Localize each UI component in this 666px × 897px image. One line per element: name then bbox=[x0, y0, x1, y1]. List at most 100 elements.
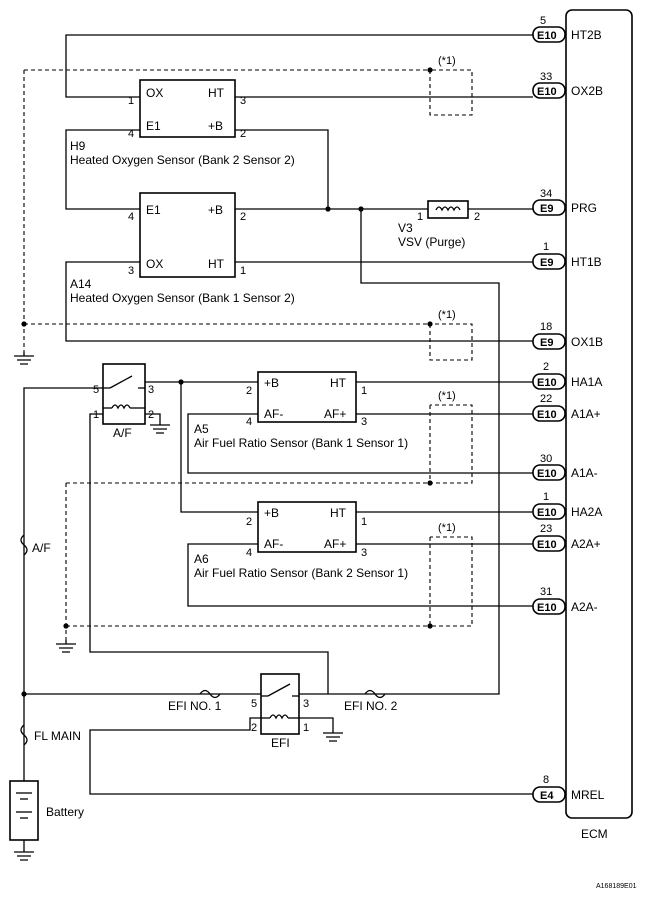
svg-text:HT: HT bbox=[330, 376, 347, 390]
svg-text:EFI NO. 2: EFI NO. 2 bbox=[344, 699, 398, 713]
svg-text:AF-: AF- bbox=[264, 407, 283, 421]
svg-text:(*1): (*1) bbox=[438, 390, 456, 402]
svg-text:PRG: PRG bbox=[571, 201, 597, 215]
fuse-efi-no1: EFI NO. 1 bbox=[168, 689, 222, 713]
ecm-pin-a2a-minus: 31 E10 A2A- bbox=[532, 586, 598, 615]
svg-text:A6: A6 bbox=[194, 552, 209, 566]
fuse-af: A/F bbox=[20, 534, 51, 556]
svg-text:3: 3 bbox=[361, 547, 367, 559]
ecm-pin-a2a-plus: 23 E10 A2A+ bbox=[532, 523, 601, 552]
svg-text:Heated Oxygen Sensor (Bank 2 S: Heated Oxygen Sensor (Bank 2 Sensor 2) bbox=[70, 153, 295, 167]
svg-text:HA1A: HA1A bbox=[571, 375, 602, 389]
svg-text:18: 18 bbox=[540, 321, 552, 333]
svg-text:E10: E10 bbox=[537, 377, 557, 389]
sensor-a5: +B HT AF- AF+ 2 1 4 3 A5 Air Fuel Ratio … bbox=[194, 371, 408, 450]
ecm-box bbox=[565, 9, 633, 819]
ecm-label: ECM bbox=[581, 827, 608, 841]
svg-text:3: 3 bbox=[240, 95, 246, 107]
svg-text:3: 3 bbox=[148, 384, 154, 396]
sensor-a14: E1 +B OX HT 4 2 3 1 A14 Heated Oxygen Se… bbox=[70, 192, 295, 305]
svg-text:HT: HT bbox=[208, 257, 225, 271]
svg-text:1: 1 bbox=[128, 95, 134, 107]
svg-text:E10: E10 bbox=[537, 602, 557, 614]
svg-text:+B: +B bbox=[264, 506, 279, 520]
svg-text:2: 2 bbox=[246, 516, 252, 528]
svg-text:OX2B: OX2B bbox=[571, 84, 603, 98]
svg-text:(*1): (*1) bbox=[438, 522, 456, 534]
svg-text:1: 1 bbox=[543, 491, 549, 503]
svg-text:4: 4 bbox=[128, 211, 134, 223]
ecm-pin-ht1b: 1 E9 HT1B bbox=[532, 241, 602, 270]
svg-text:OX: OX bbox=[146, 86, 163, 100]
svg-text:5: 5 bbox=[93, 384, 99, 396]
sensor-h9: OX HT E1 +B 1 3 4 2 H9 Heated Oxygen Sen… bbox=[70, 79, 295, 167]
svg-text:1: 1 bbox=[543, 241, 549, 253]
svg-text:Battery: Battery bbox=[46, 805, 84, 819]
svg-text:E10: E10 bbox=[537, 539, 557, 551]
svg-text:3: 3 bbox=[128, 265, 134, 277]
svg-text:HA2A: HA2A bbox=[571, 505, 602, 519]
svg-text:1: 1 bbox=[240, 265, 246, 277]
svg-text:EFI NO. 1: EFI NO. 1 bbox=[168, 699, 222, 713]
svg-text:E9: E9 bbox=[540, 337, 553, 349]
svg-text:A/F: A/F bbox=[113, 426, 132, 440]
figure-id: A168189E01 bbox=[596, 883, 637, 890]
svg-text:V3: V3 bbox=[398, 221, 413, 235]
svg-text:1: 1 bbox=[417, 211, 423, 223]
svg-text:HT1B: HT1B bbox=[571, 255, 602, 269]
ecm-pin-ox2b: 33 E10 OX2B bbox=[532, 71, 603, 99]
fuse-efi-no2: EFI NO. 2 bbox=[344, 689, 398, 713]
svg-text:8: 8 bbox=[543, 774, 549, 786]
note-marks: (*1) (*1) (*1) (*1) bbox=[438, 55, 456, 534]
svg-text:HT: HT bbox=[208, 86, 225, 100]
svg-text:E9: E9 bbox=[540, 257, 553, 269]
svg-text:33: 33 bbox=[540, 71, 552, 83]
svg-text:A1A-: A1A- bbox=[571, 466, 598, 480]
svg-text:A2A+: A2A+ bbox=[571, 537, 601, 551]
ecm-pin-ox1b: 18 E9 OX1B bbox=[532, 321, 603, 350]
vsv-purge: 1 2 V3 VSV (Purge) bbox=[398, 200, 480, 249]
svg-text:5: 5 bbox=[540, 15, 546, 27]
fuse-fl-main: FL MAIN bbox=[20, 724, 81, 746]
wires bbox=[23, 34, 533, 852]
svg-text:E1: E1 bbox=[146, 203, 161, 217]
svg-text:4: 4 bbox=[128, 128, 134, 140]
svg-text:2: 2 bbox=[240, 211, 246, 223]
svg-text:1: 1 bbox=[93, 409, 99, 421]
svg-text:4: 4 bbox=[246, 547, 252, 559]
svg-text:E4: E4 bbox=[540, 790, 554, 802]
svg-text:A2A-: A2A- bbox=[571, 600, 598, 614]
svg-text:H9: H9 bbox=[70, 139, 86, 153]
svg-text:E9: E9 bbox=[540, 203, 553, 215]
svg-text:A/F: A/F bbox=[32, 541, 51, 555]
svg-text:5: 5 bbox=[251, 698, 257, 710]
svg-text:2: 2 bbox=[251, 722, 257, 734]
junction-dots bbox=[21, 67, 433, 697]
sensor-a6: +B HT AF- AF+ 2 1 4 3 A6 Air Fuel Ratio … bbox=[194, 501, 408, 580]
svg-text:AF+: AF+ bbox=[324, 407, 346, 421]
ecm-pin-prg: 34 E9 PRG bbox=[532, 188, 597, 216]
svg-text:4: 4 bbox=[246, 416, 252, 428]
svg-text:1: 1 bbox=[361, 516, 367, 528]
svg-text:2: 2 bbox=[240, 128, 246, 140]
svg-text:30: 30 bbox=[540, 453, 552, 465]
svg-text:+B: +B bbox=[264, 376, 279, 390]
relay-af: 5 3 1 2 A/F bbox=[93, 363, 154, 440]
svg-text:OX: OX bbox=[146, 257, 163, 271]
ecm-pin-ha2a: 1 E10 HA2A bbox=[532, 491, 602, 520]
svg-text:HT: HT bbox=[330, 506, 347, 520]
ecm-pin-mrel: 8 E4 MREL bbox=[532, 774, 605, 803]
svg-text:A1A+: A1A+ bbox=[571, 407, 601, 421]
shield-lines bbox=[23, 69, 473, 640]
svg-text:2: 2 bbox=[474, 211, 480, 223]
svg-text:E10: E10 bbox=[537, 468, 557, 480]
svg-text:Air Fuel Ratio Sensor (Bank 1: Air Fuel Ratio Sensor (Bank 1 Sensor 1) bbox=[194, 436, 408, 450]
svg-text:FL MAIN: FL MAIN bbox=[34, 729, 81, 743]
ecm-pin-ha1a: 2 E10 HA1A bbox=[532, 361, 602, 390]
svg-text:31: 31 bbox=[540, 586, 552, 598]
svg-text:AF-: AF- bbox=[264, 537, 283, 551]
svg-text:(*1): (*1) bbox=[438, 55, 456, 67]
svg-text:E10: E10 bbox=[537, 86, 557, 98]
svg-text:VSV (Purge): VSV (Purge) bbox=[398, 235, 465, 249]
